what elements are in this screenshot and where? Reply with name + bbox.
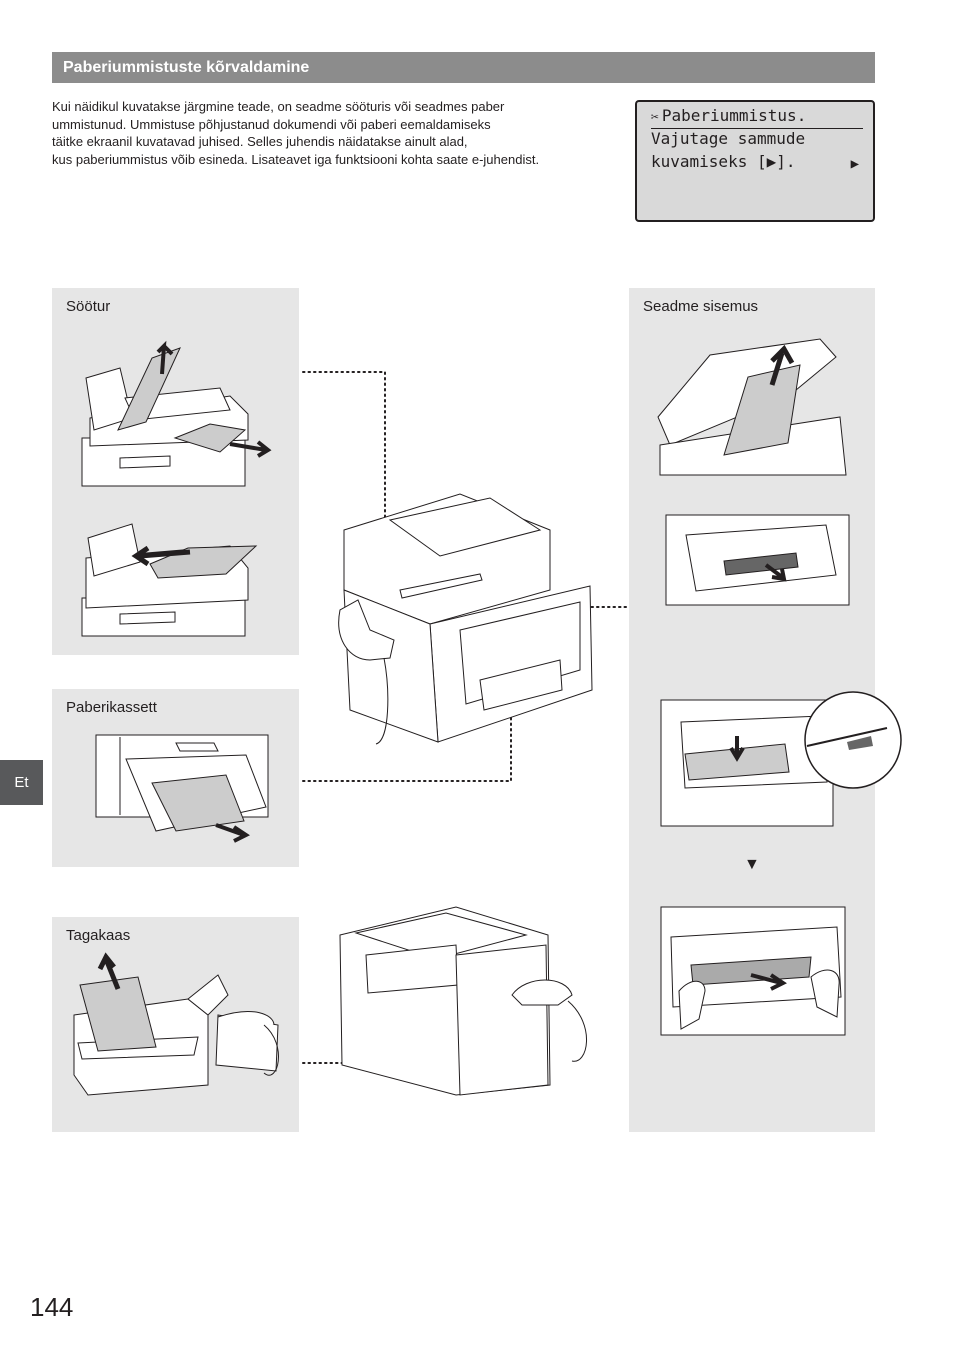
intro-text: Kui näidikul kuvatakse järgmine teade, o… xyxy=(52,99,540,167)
section-title: Paberiummistuste kõrvaldamine xyxy=(63,59,310,76)
printer-rear-illustration xyxy=(339,906,587,1096)
feeder-closed-illustration xyxy=(81,523,258,637)
paper-jam-icon: ✂ xyxy=(651,110,659,125)
lcd-scroll-arrow-icon: ▶ xyxy=(850,156,859,172)
rear-cover-illustration xyxy=(73,952,279,1096)
lcd-line-2: Vajutage sammude xyxy=(651,129,806,148)
language-tab: Et xyxy=(0,760,43,805)
step-down-arrow-icon: ▼ xyxy=(744,856,760,873)
lcd-display: ✂Paberiummistus. Vajutage sammude kuvami… xyxy=(635,100,875,222)
panel-title-cassette: Paberikassett xyxy=(66,699,157,716)
inside-step2-illustration xyxy=(665,514,850,606)
inside-step3-illustration xyxy=(660,691,902,827)
panel-title-feeder: Söötur xyxy=(66,298,111,315)
panel-title-inside: Seadme sisemus xyxy=(643,298,759,315)
lcd-line-3: kuvamiseks [▶]. xyxy=(651,152,796,171)
section-header: Paberiummistuste kõrvaldamine xyxy=(52,52,875,83)
inside-step4-illustration xyxy=(660,906,846,1036)
page-number: 144 xyxy=(30,1292,74,1322)
feeder-open-illustration xyxy=(81,340,272,487)
inside-step1-illustration xyxy=(657,338,847,476)
cassette-illustration xyxy=(95,734,269,843)
lcd-line-1: ✂Paberiummistus. xyxy=(651,106,863,129)
printer-front-illustration xyxy=(338,493,593,745)
leader-feeder xyxy=(302,371,386,529)
panel-title-rear: Tagakaas xyxy=(66,927,131,944)
